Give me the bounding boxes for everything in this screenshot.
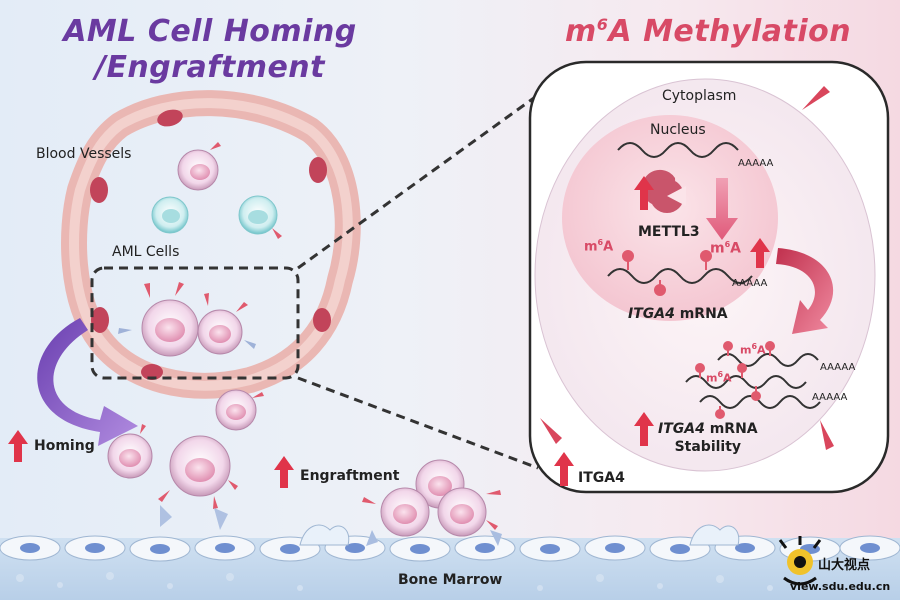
mrna-top [617,142,739,158]
methylation-down-arrow [706,178,738,240]
blood-vessel-ring [61,90,361,399]
homing-label: Homing [34,438,95,454]
mettl3-label: METTL3 [638,224,700,240]
homing-arrow [37,318,138,446]
bone-marrow-label: Bone Marrow [398,572,503,588]
mettl3-up-arrow [634,176,654,210]
polya-mid: AAAAA [732,278,768,289]
engraftment-label: Engraftment [300,468,400,484]
cytoplasm-label: Cytoplasm [662,88,737,104]
m6a-label-cyto-2: m6A [706,370,732,385]
polya-top: AAAAA [738,158,774,169]
aml-cells-label: AML Cells [112,244,180,260]
m6a-label-right: m6A [710,240,742,257]
mrna-methylated [607,268,753,284]
blood-vessels-label: Blood Vessels [36,146,132,162]
left-title: AML Cell Homing /Engraftment [60,14,360,86]
watermark-logo [778,536,822,586]
polya-cyto-1: AAAAA [820,362,856,373]
aml-cell-cluster [118,282,256,357]
migrating-cells [107,389,264,530]
itga4-mrna-text: mRNA [674,306,728,322]
itga4-stability-label: ITGA4 mRNA Stability [658,420,758,456]
watermark-cn: 山大视点 [818,558,871,573]
stability-text: Stability [674,439,742,455]
engrafted-cluster [362,459,502,546]
itga4-mrna-label: ITGA4 mRNA [628,306,728,322]
left-title-line1: AML Cell Homing [63,14,357,49]
m6a-label-cyto-1: m6A [740,342,766,357]
nucleus-label: Nucleus [650,122,706,138]
polya-cyto-2: AAAAA [812,392,848,403]
export-curved-arrow [776,248,834,334]
right-title-text: m6A Methylation [565,14,852,49]
bone-marrow-layer [0,524,900,600]
itga4-gene-text: ITGA4 [628,306,675,322]
itga4-protein-label: ITGA4 [578,470,625,486]
aml-dashed-box [90,266,300,380]
watermark-url: view.sdu.edu.cn [790,580,891,593]
stability-gene-text: ITGA4 [658,421,705,437]
up-arrows [8,412,654,488]
right-title: m6A Methylation [565,14,851,49]
m6a-label-left: m6A [584,238,614,255]
circulating-cells [151,142,282,239]
stability-mrna-text: mRNA [704,421,758,437]
left-title-line2: /Engraftment [94,50,326,85]
